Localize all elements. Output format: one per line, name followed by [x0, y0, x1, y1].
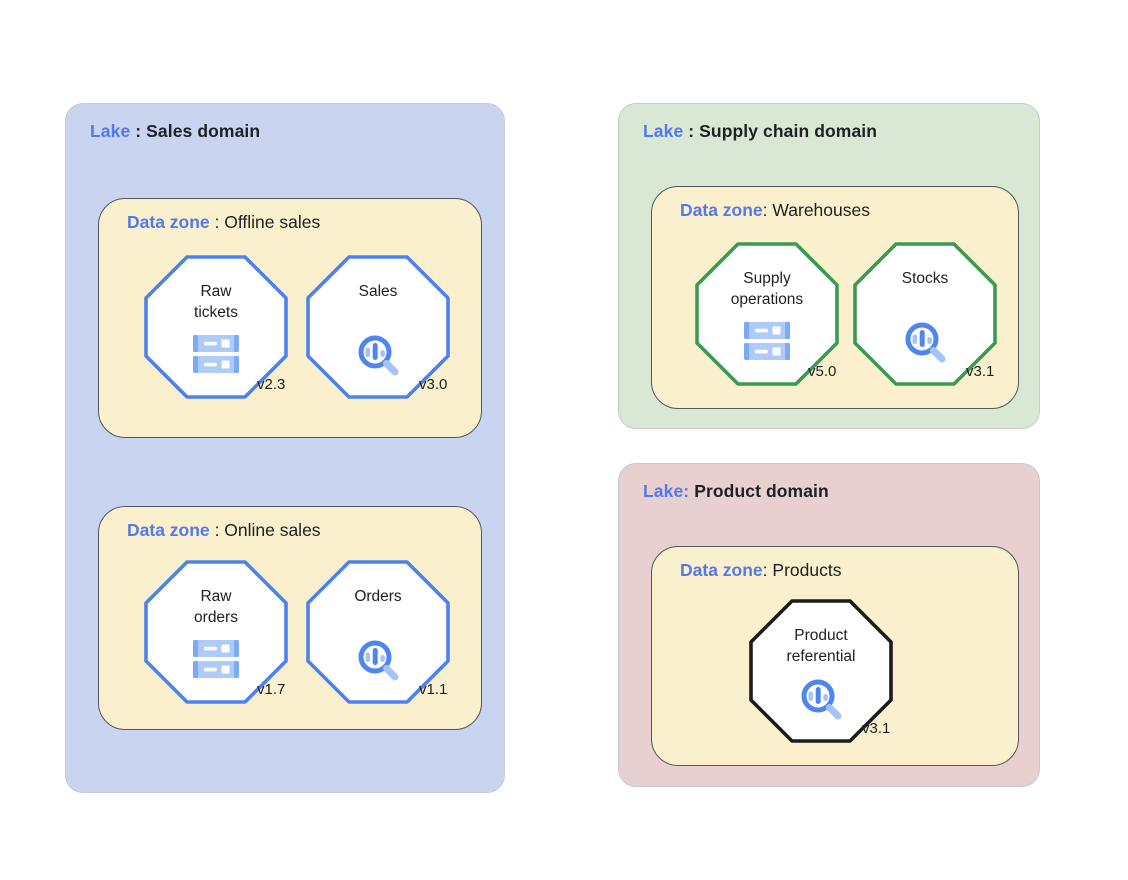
entity-label: Product referential: [786, 627, 856, 665]
entity-product-referential: Product referential v3.1: [749, 599, 893, 743]
entity-orders: Orders v1.1: [306, 560, 450, 704]
title-separator: :: [130, 121, 147, 141]
storage-icon: [193, 640, 239, 678]
version-label: v1.1: [419, 681, 448, 698]
entity-label: Supply operations: [730, 270, 804, 308]
octagon-shape: [144, 255, 288, 399]
title-separator: :: [209, 520, 225, 540]
octagon-shape: [853, 242, 997, 386]
entity-label: Sales: [358, 283, 398, 300]
entity-label: Stocks: [901, 270, 949, 287]
lake-title: Lake : Sales domain: [90, 121, 260, 142]
lake-name: Sales domain: [146, 121, 261, 141]
zone-title: Data zone: Warehouses: [680, 200, 870, 221]
title-separator: :: [762, 200, 773, 220]
version-label: v1.7: [257, 681, 286, 698]
octagon-shape: [144, 560, 288, 704]
lake-product-domain: Lake: Product domain Data zone: Products…: [618, 463, 1040, 787]
entity-label: Raw orders: [194, 588, 238, 626]
entity-raw-orders: Raw orders: [144, 560, 288, 704]
zone-name: Warehouses: [772, 200, 870, 220]
zone-offline-sales: Data zone : Offline sales Raw tickets: [98, 198, 482, 438]
version-label: v3.1: [966, 363, 995, 380]
search-insights-icon: [358, 640, 399, 681]
version-label: v3.0: [419, 376, 448, 393]
lake-name: Supply chain domain: [699, 121, 878, 141]
octagon-shape: [749, 599, 893, 743]
zone-warehouses: Data zone: Warehouses Supply operations: [651, 186, 1019, 409]
title-separator: :: [209, 212, 225, 232]
lake-title: Lake: Product domain: [643, 481, 829, 502]
lake-name: Product domain: [694, 481, 829, 501]
entity-label: Raw tickets: [194, 283, 238, 321]
storage-icon: [193, 335, 239, 373]
zone-label: Data zone: [680, 200, 763, 220]
zone-title: Data zone: Products: [680, 560, 841, 581]
version-label: v5.0: [808, 363, 837, 380]
lake-label: Lake: [643, 121, 684, 141]
search-insights-icon: [801, 679, 842, 720]
entity-label: Orders: [354, 588, 402, 605]
lake-label: Lake:: [643, 481, 690, 501]
search-insights-icon: [905, 322, 946, 363]
zone-label: Data zone: [127, 520, 210, 540]
octagon-shape: [306, 560, 450, 704]
zone-name: Products: [772, 560, 842, 580]
lake-title: Lake : Supply chain domain: [643, 121, 877, 142]
zone-label: Data zone: [127, 212, 210, 232]
entity-supply-operations: Supply operations: [695, 242, 839, 386]
octagon-shape: [695, 242, 839, 386]
version-label: v3.1: [862, 720, 891, 737]
zone-online-sales: Data zone : Online sales Raw orders: [98, 506, 482, 730]
storage-icon: [744, 322, 790, 360]
search-insights-icon: [358, 335, 399, 376]
zone-label: Data zone: [680, 560, 763, 580]
title-separator: :: [683, 121, 700, 141]
entity-sales: Sales v3.0: [306, 255, 450, 399]
entity-raw-tickets: Raw tickets: [144, 255, 288, 399]
zone-products: Data zone: Products Product referential …: [651, 546, 1019, 766]
zone-name: Offline sales: [224, 212, 321, 232]
zone-name: Online sales: [224, 520, 321, 540]
zone-title: Data zone : Offline sales: [127, 212, 320, 233]
lake-sales-domain: Lake : Sales domain Data zone : Offline …: [65, 103, 505, 793]
title-separator: :: [762, 560, 773, 580]
octagon-shape: [306, 255, 450, 399]
version-label: v2.3: [257, 376, 286, 393]
lake-supply-chain-domain: Lake : Supply chain domain Data zone: Wa…: [618, 103, 1040, 429]
entity-stocks: Stocks v3.1: [853, 242, 997, 386]
lake-label: Lake: [90, 121, 131, 141]
zone-title: Data zone : Online sales: [127, 520, 321, 541]
